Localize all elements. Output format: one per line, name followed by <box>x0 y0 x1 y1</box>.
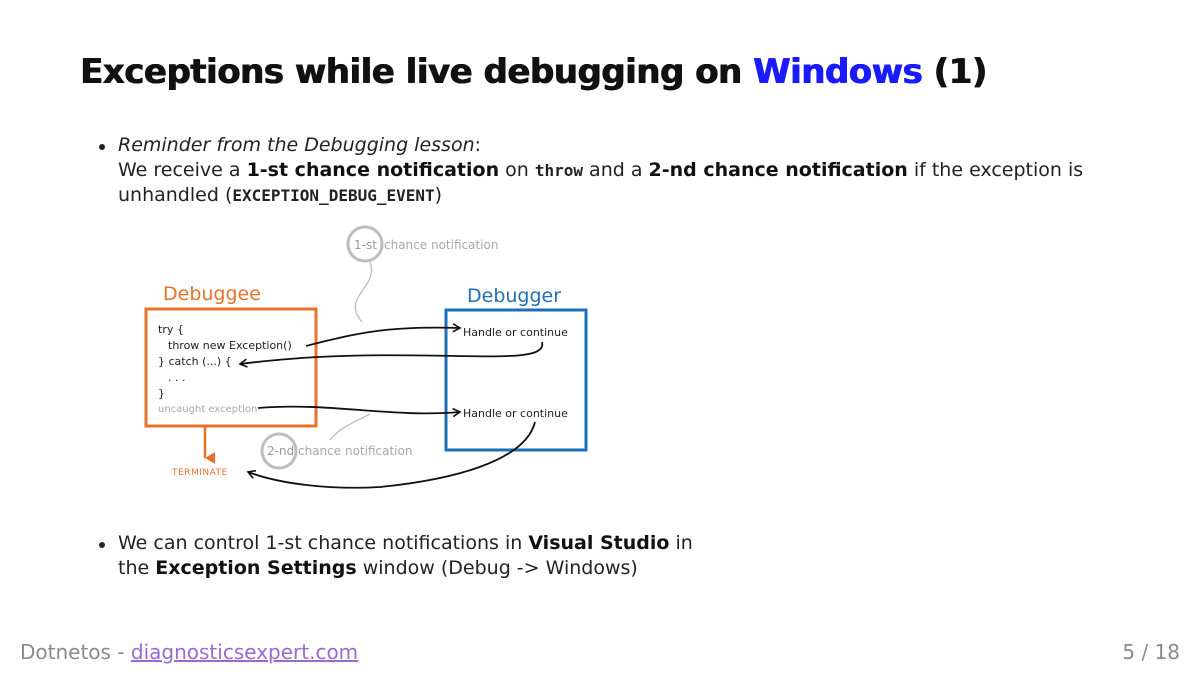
reminder-italic: Reminder from the Debugging lesson <box>118 134 475 156</box>
title-suffix: (1) <box>922 52 988 92</box>
footer-brand-text: Dotnetos - <box>20 640 131 664</box>
bullet-reminder: Reminder from the Debugging lesson: We r… <box>99 133 1098 208</box>
footer-link[interactable]: diagnosticsexpert.com <box>130 640 359 664</box>
first-chance-text: chance notification <box>384 238 498 252</box>
visual-studio-bold: Visual Studio <box>528 532 670 554</box>
text-3: and a <box>583 159 649 181</box>
handle-or-continue-2: Handle or continue <box>463 407 568 420</box>
first-chance-arrow <box>305 323 462 347</box>
title-accent: Windows <box>753 52 923 92</box>
second-chance-circle <box>260 432 298 470</box>
code-line-4: . . . <box>168 371 185 384</box>
code-line-2: throw new Exception() <box>168 339 292 352</box>
bullet-list-bottom: We can control 1-st chance notifications… <box>99 531 818 581</box>
reminder-colon: : <box>474 134 482 156</box>
bullet-list-top: Reminder from the Debugging lesson: We r… <box>99 133 1098 208</box>
text-5: ) <box>434 184 443 206</box>
vs-text-1: We can control 1-st chance notifications… <box>118 532 529 554</box>
title-main: Exceptions while live debugging on <box>80 52 753 92</box>
slide-title: Exceptions while live debugging on Windo… <box>80 52 987 92</box>
debugger-box <box>444 308 588 452</box>
handle-or-continue-1: Handle or continue <box>463 326 568 339</box>
exception-settings-bold: Exception Settings <box>155 557 357 579</box>
vs-text-2: in <box>669 532 693 554</box>
text-1: We receive a <box>118 159 247 181</box>
first-chance-circle <box>346 225 384 263</box>
bullet-visual-studio: We can control 1-st chance notifications… <box>99 531 818 581</box>
second-chance-num: 2-nd <box>267 444 294 458</box>
code-line-3: } catch (...) { <box>158 355 232 368</box>
code-throw: throw <box>534 161 584 180</box>
first-chance-num: 1-st <box>354 238 377 252</box>
continue-arrow-1 <box>238 341 543 368</box>
code-line-1: try { <box>158 323 184 336</box>
page-number: 5 / 18 <box>1122 640 1180 664</box>
text-2: on <box>499 159 535 181</box>
code-line-5: } <box>158 387 165 400</box>
second-chance-text: chance notification <box>298 444 412 458</box>
exception-flow-diagram: 1-st chance notification Debuggee try { … <box>144 225 588 489</box>
first-chance-leader <box>354 261 373 323</box>
debuggee-label: Debuggee <box>163 283 261 305</box>
debuggee-box <box>144 307 318 428</box>
second-chance-leader <box>329 413 371 441</box>
vs-text-3: the <box>118 557 156 579</box>
text-4: if the exception is unhandled ( <box>118 159 1084 206</box>
code-exception-debug-event: EXCEPTION_DEBUG_EVENT <box>232 186 435 205</box>
vs-text-4: window (Debug -> Windows) <box>356 557 638 579</box>
first-chance-bold: 1-st chance notification <box>246 159 500 181</box>
second-chance-arrow <box>257 405 462 418</box>
debugger-label: Debugger <box>467 285 561 307</box>
second-chance-bold: 2-nd chance notification <box>648 159 908 181</box>
uncaught-exception-text: uncaught exception <box>158 404 257 415</box>
continue-arrow-2 <box>246 421 536 489</box>
footer-brand: Dotnetos - diagnosticsexpert.com <box>20 640 358 664</box>
terminate-text: TERMINATE <box>171 468 228 478</box>
